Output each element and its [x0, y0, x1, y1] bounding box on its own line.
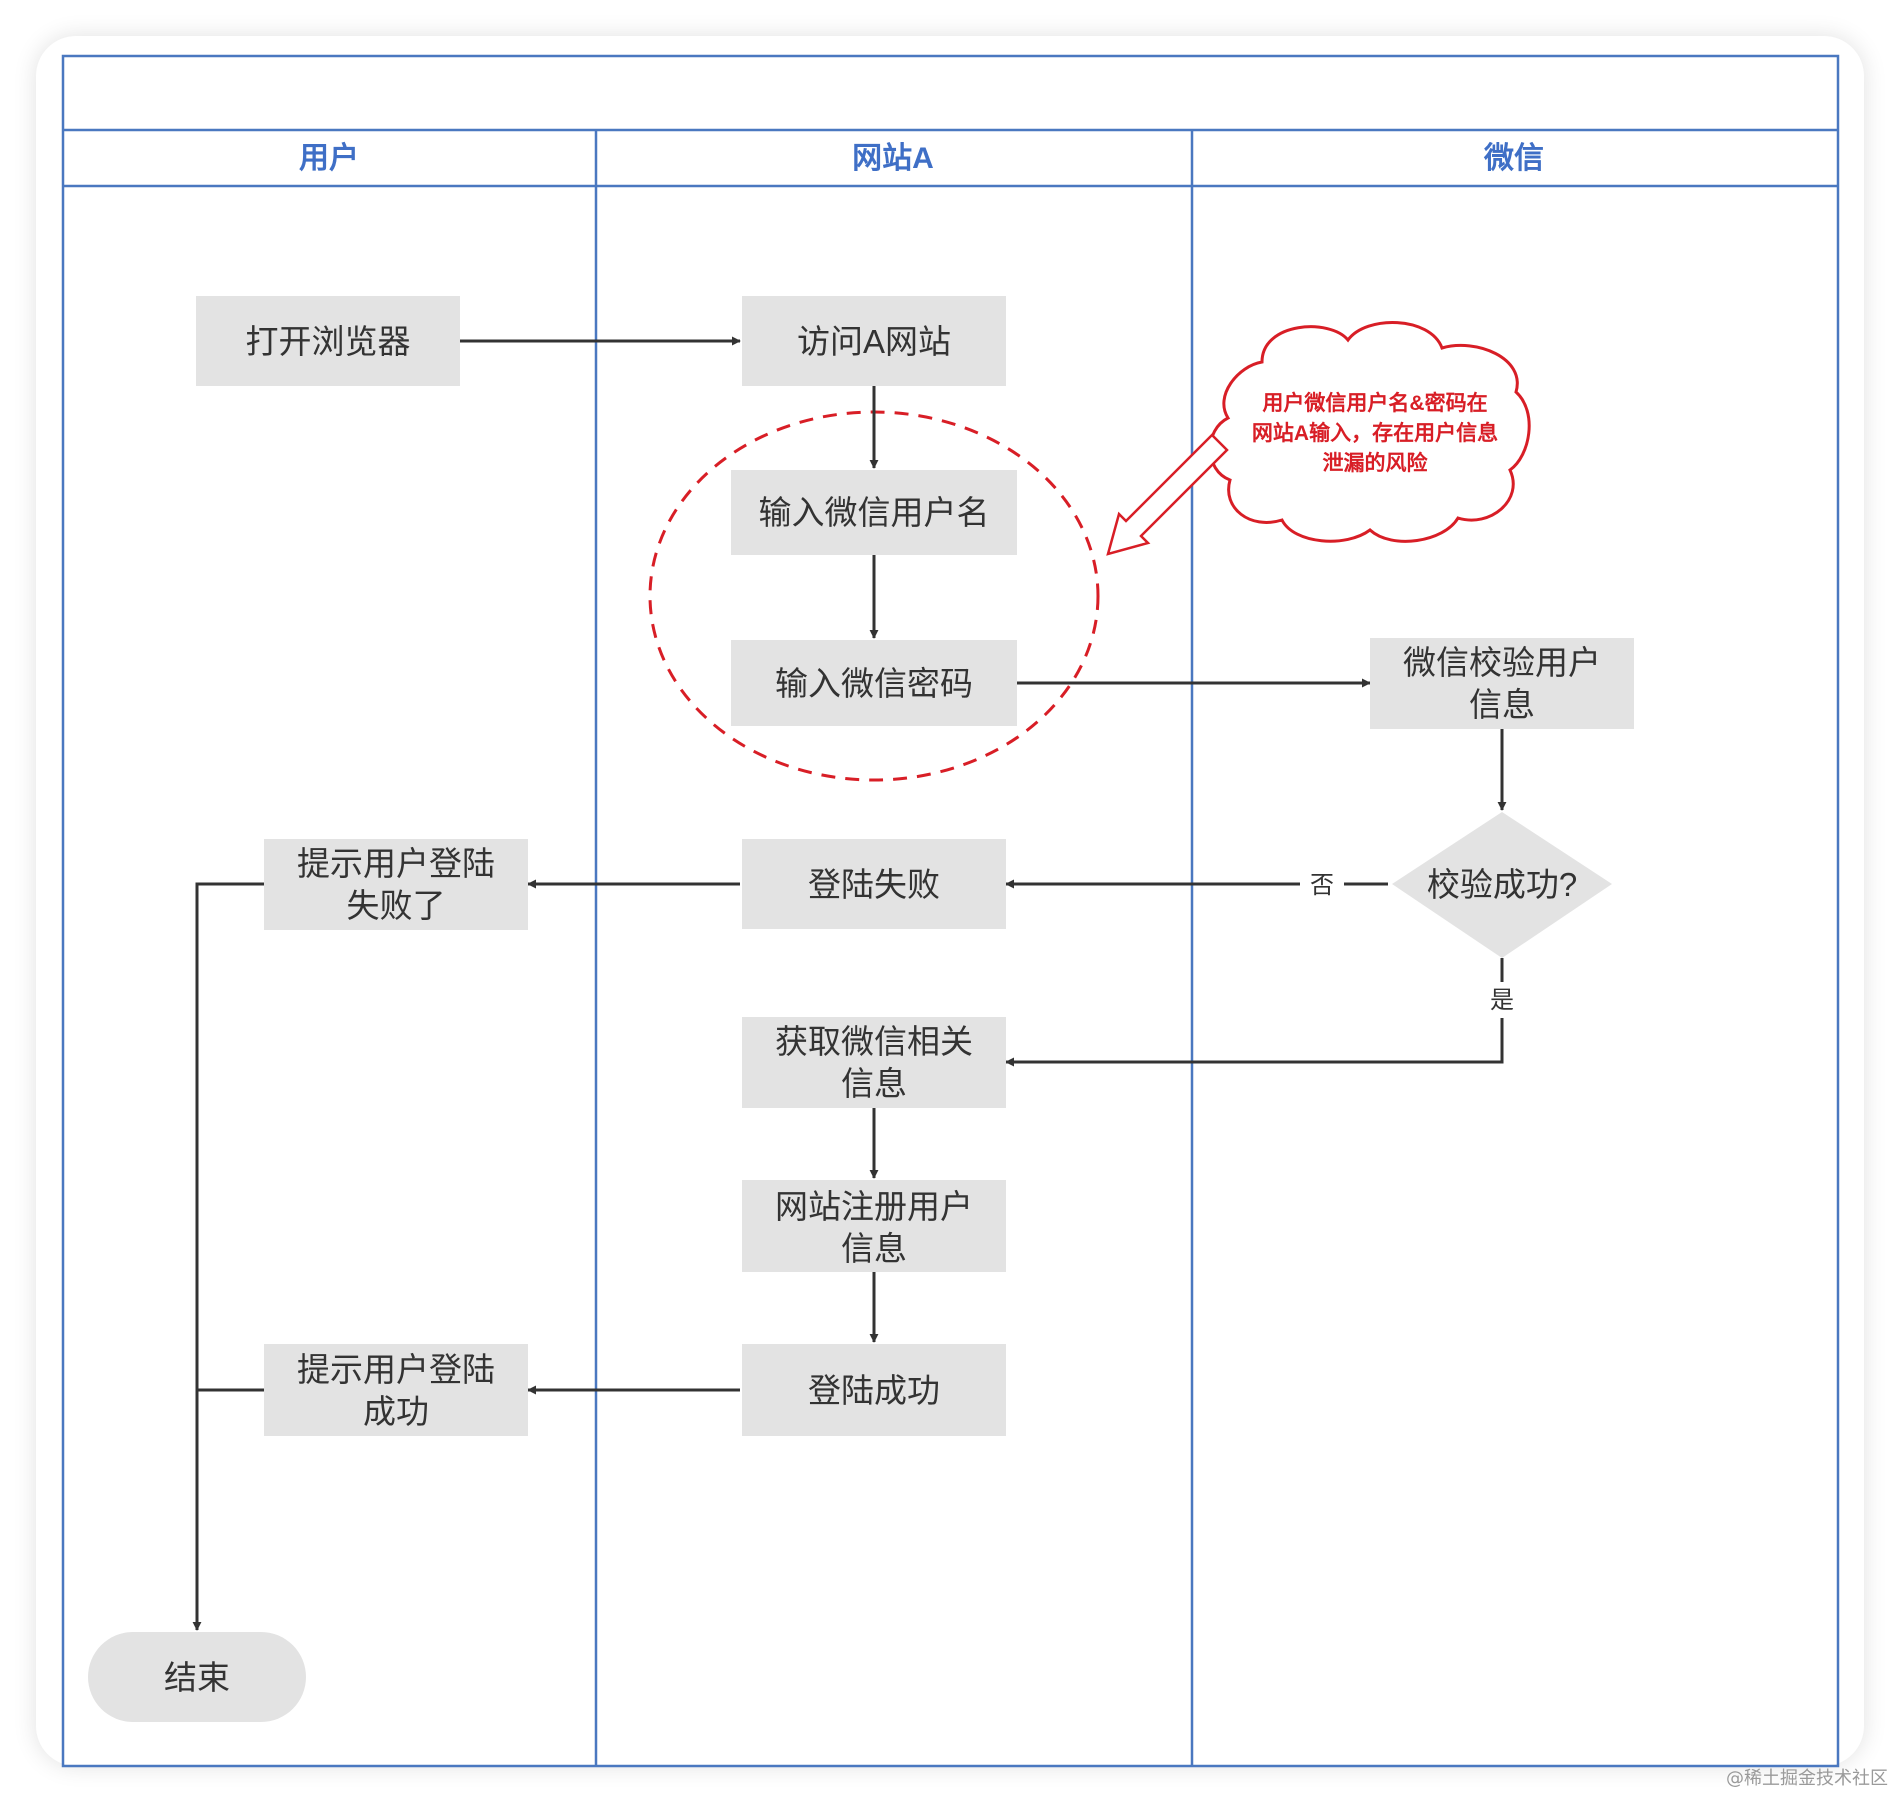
lane-title-user: 用户	[299, 142, 359, 175]
node-wechat-verify	[1370, 638, 1634, 729]
swimlane-frame	[61, 54, 1840, 1768]
node-verify-decision	[1392, 812, 1612, 958]
node-login-success-label: 登陆成功	[808, 1372, 940, 1409]
edge-prompt-fail-to-end	[192, 882, 264, 1631]
node-login-success	[742, 1344, 1006, 1436]
node-login-fail	[742, 839, 1006, 929]
node-open-browser	[196, 296, 460, 386]
node-input-password	[731, 640, 1017, 726]
risk-cloud-line-2: 网站A输入，存在用户信息	[1252, 421, 1498, 445]
node-prompt-success-label-1: 提示用户登陆	[297, 1351, 495, 1388]
frame-border	[61, 54, 1840, 1768]
edge-label-no: 否	[1310, 872, 1334, 899]
node-register-user-label-2: 信息	[841, 1230, 907, 1267]
lane-title-wechat: 微信	[1483, 142, 1544, 175]
node-wechat-verify-label-2: 信息	[1469, 686, 1535, 723]
risk-pointer-arrow	[1106, 433, 1229, 556]
node-prompt-fail-label-2: 失败了	[347, 887, 446, 924]
node-prompt-fail-label-1: 提示用户登陆	[297, 845, 495, 882]
watermark: @稀土掘金技术社区	[1726, 1768, 1888, 1789]
node-end-label: 结束	[164, 1659, 230, 1696]
node-get-wechat-info-label-2: 信息	[841, 1065, 907, 1102]
node-open-browser-label: 打开浏览器	[246, 323, 411, 360]
node-prompt-fail	[264, 839, 528, 930]
risk-cloud-line-1: 用户微信用户名&密码在	[1262, 391, 1487, 415]
node-get-wechat-info-label-1: 获取微信相关	[775, 1023, 973, 1060]
node-prompt-success-label-2: 成功	[363, 1393, 429, 1430]
node-register-user	[742, 1180, 1006, 1272]
node-verify-decision-label: 校验成功?	[1427, 866, 1577, 903]
nodes	[88, 296, 1634, 1722]
node-login-fail-label: 登陆失败	[808, 866, 940, 903]
node-register-user-label-1: 网站注册用户	[775, 1188, 973, 1225]
node-input-username	[731, 470, 1017, 555]
node-visit-site	[742, 296, 1006, 386]
edge-label-yes: 是	[1490, 987, 1514, 1014]
node-visit-site-label: 访问A网站	[797, 323, 951, 360]
edge-decision-yes-b	[1005, 1018, 1504, 1067]
risk-cloud-shape	[1208, 321, 1531, 543]
node-prompt-success	[264, 1344, 528, 1436]
lane-title-site: 网站A	[852, 142, 934, 175]
node-input-password-label: 输入微信密码	[775, 665, 973, 702]
risk-cloud-line-3: 泄漏的风险	[1323, 451, 1429, 475]
connectors	[192, 336, 1507, 1631]
node-wechat-verify-label-1: 微信校验用户	[1403, 644, 1601, 681]
node-get-wechat-info	[742, 1017, 1006, 1108]
node-end	[88, 1632, 306, 1722]
node-input-username-label: 输入微信用户名	[759, 494, 990, 531]
